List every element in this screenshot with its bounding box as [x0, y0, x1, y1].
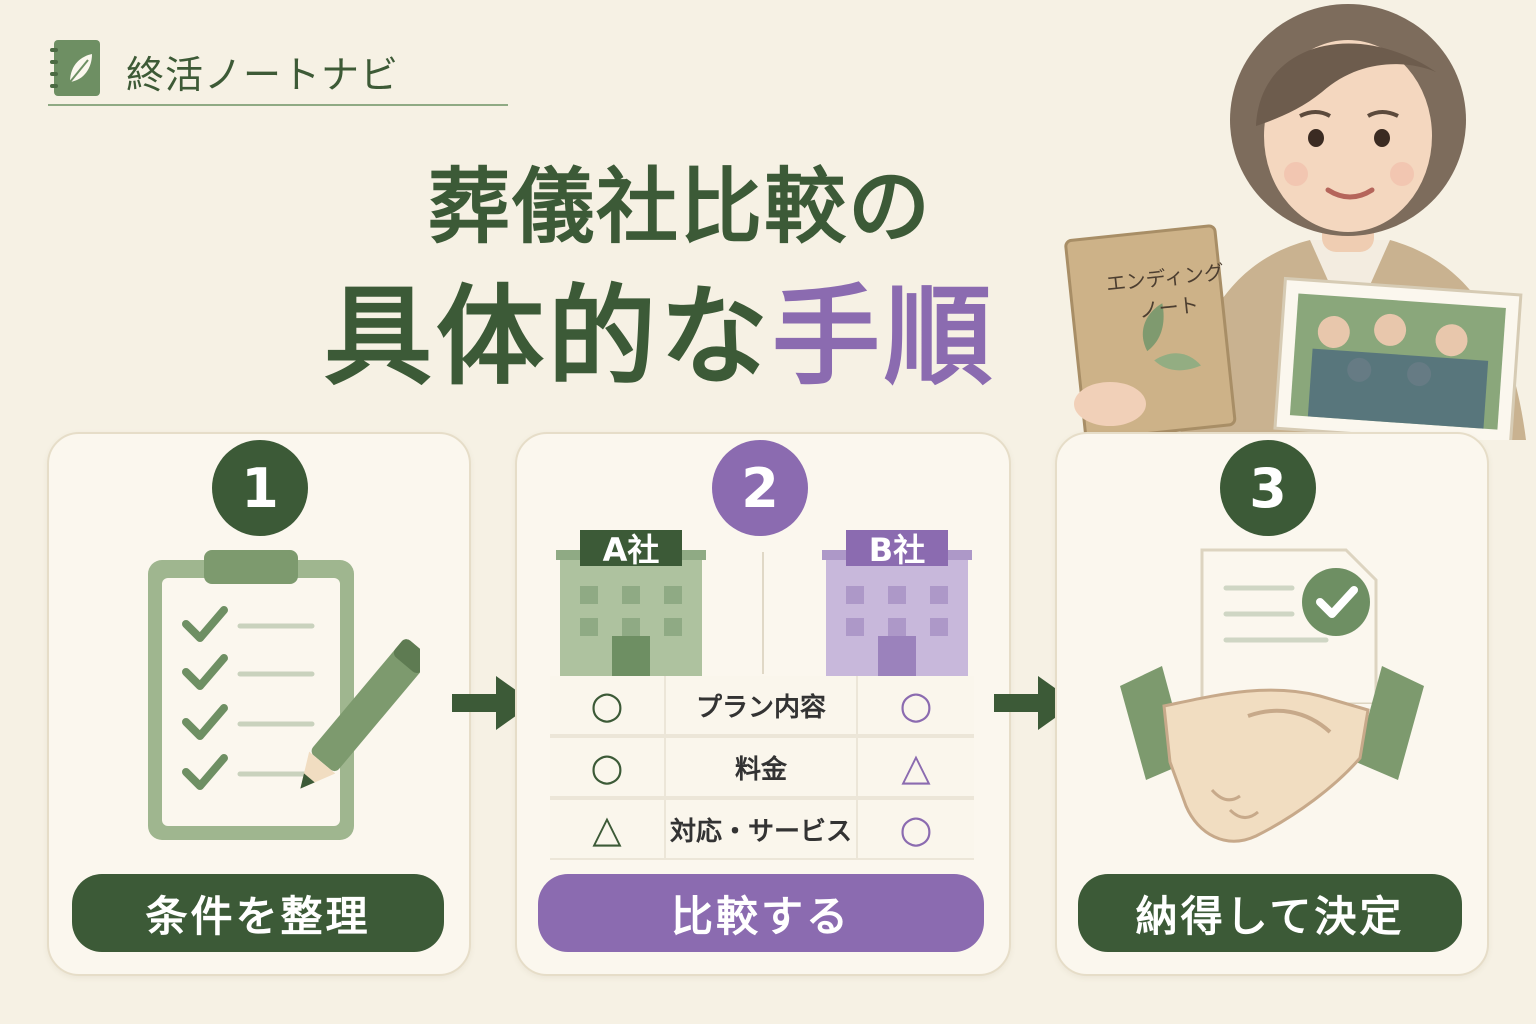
- step-label-2: 比較する: [538, 874, 984, 952]
- company-a-rating: ○: [550, 676, 664, 734]
- step-number-2: 2: [712, 440, 808, 536]
- comparison-item: 料金: [666, 738, 856, 796]
- company-b-label: B社: [868, 531, 926, 569]
- notebook-leaf-icon: [50, 40, 100, 96]
- clipboard-checklist-icon: [148, 550, 420, 840]
- comparison-divider: [762, 552, 764, 674]
- woman-holding-ending-note-illustration: エンディング ノート: [1064, 4, 1526, 440]
- company-b-rating: ○: [858, 676, 974, 734]
- handshake-icon: [1120, 666, 1424, 843]
- brand-name: 終活ノートナビ: [126, 53, 400, 97]
- step-number-1: 1: [212, 440, 308, 536]
- company-a-rating: △: [550, 800, 664, 858]
- page-title-line1: 葬儀社比較の: [427, 160, 932, 255]
- brand-underline: [48, 104, 508, 106]
- brand-logo[interactable]: 終活ノートナビ: [48, 38, 508, 108]
- building-icon: [822, 530, 972, 678]
- table-row: ○ プラン内容 ○: [550, 676, 974, 736]
- building-icon: [556, 530, 706, 678]
- comparison-item: プラン内容: [666, 676, 856, 734]
- company-a-label: A社: [602, 531, 660, 569]
- table-row: △ 対応・サービス ○: [550, 800, 974, 860]
- document-check-icon: [1200, 548, 1378, 704]
- step-number-3: 3: [1220, 440, 1316, 536]
- page-title-main: 具体的な: [323, 275, 772, 400]
- company-b-rating: ○: [858, 800, 974, 858]
- comparison-table: ○ プラン内容 ○ ○ 料金 △ △ 対応・サービス ○: [550, 676, 974, 860]
- page-title-line2: 具体的な手順: [250, 250, 1070, 406]
- pencil-icon: [300, 639, 420, 789]
- page-title-accent: 手順: [772, 275, 997, 400]
- step-label-1: 条件を整理: [72, 874, 444, 952]
- company-b-rating: △: [858, 738, 974, 796]
- company-a-rating: ○: [550, 738, 664, 796]
- table-row: ○ 料金 △: [550, 738, 974, 798]
- comparison-item: 対応・サービス: [666, 800, 856, 858]
- step-label-3: 納得して決定: [1078, 874, 1462, 952]
